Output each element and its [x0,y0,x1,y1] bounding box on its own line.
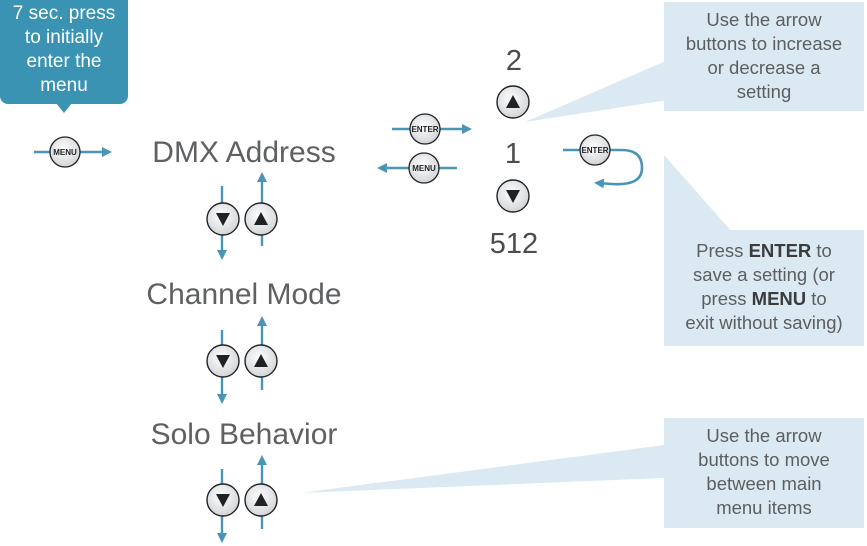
callout-line: Press ENTER to [664,239,864,263]
up-triangle-icon [254,354,268,367]
callout-line: buttons to move [698,449,830,470]
callout-pointer-arrows-menu [300,445,664,493]
enter-button-circle [409,113,441,145]
down-triangle-icon [216,494,230,507]
menu-nav-buttons-2[interactable] [206,316,278,404]
start-callout-line: to initially [24,27,104,48]
start-callout-pointer [56,103,72,113]
callout-line: menu items [716,497,812,518]
menu-item-solo-behavior: Solo Behavior [151,418,338,451]
menu-item-dmx-address: DMX Address [152,136,335,169]
setting-up-button[interactable] [496,85,530,119]
callout-line: between main [706,473,822,494]
callout-line: Use the arrow [706,9,822,30]
callout-line: setting [736,81,792,102]
setting-value-current: 1 [505,138,521,170]
start-callout-line: menu [40,75,88,96]
callout-enter-save: Press ENTER to save a setting (or press … [664,230,864,346]
down-triangle-icon [506,190,520,203]
callout-line: buttons to increase [685,33,843,54]
menu-button-back[interactable]: MENU [377,152,457,184]
start-callout-line: 7 sec. press [12,3,116,24]
callout-line: save a setting (or [693,264,835,285]
down-triangle-icon [216,355,230,368]
menu-button-circle [408,152,440,184]
callout-line: press MENU to [664,287,864,311]
enter-button-circle [579,134,611,166]
callout-enter-keyword: ENTER [748,240,812,261]
menu-item-channel-mode: Channel Mode [146,278,341,311]
menu-nav-buttons-3[interactable] [206,455,278,543]
enter-button-label: ENTER [581,146,608,155]
start-callout: 7 sec. press to initially enter the menu [0,0,128,104]
callout-text: Press [696,240,749,261]
setting-value-wrap: 512 [490,228,538,260]
callout-pointer-arrows-setting [525,60,668,122]
setting-value-next: 2 [506,45,522,77]
callout-menu-keyword: MENU [751,288,807,309]
enter-button-label: ENTER [411,125,438,134]
menu-button-label: MENU [412,164,436,173]
callout-line: exit without saving) [685,312,843,333]
setting-down-button[interactable] [496,179,530,213]
menu-button-circle [49,136,81,168]
callout-text: to [806,288,827,309]
menu-button-enter[interactable]: MENU [34,136,112,168]
down-triangle-icon [216,213,230,226]
up-triangle-icon [254,212,268,225]
callout-line: Use the arrow [706,425,822,446]
callout-line: or decrease a [707,57,821,78]
callout-text: press [701,288,752,309]
callout-text: to [811,240,832,261]
enter-button-save[interactable]: ENTER [563,134,644,189]
start-callout-line: enter the [26,51,102,72]
up-triangle-icon [506,95,520,108]
callout-pointer-enter-save [664,155,732,232]
menu-nav-buttons-1[interactable] [206,172,278,260]
menu-button-label: MENU [53,148,77,157]
enter-button-into-setting[interactable]: ENTER [392,113,472,145]
callout-arrows-setting: Use the arrow buttons to increase or dec… [664,2,864,111]
up-triangle-icon [254,493,268,506]
enter-save-loop-arrow [563,148,644,189]
callout-arrows-menu: Use the arrow buttons to move between ma… [664,418,864,528]
